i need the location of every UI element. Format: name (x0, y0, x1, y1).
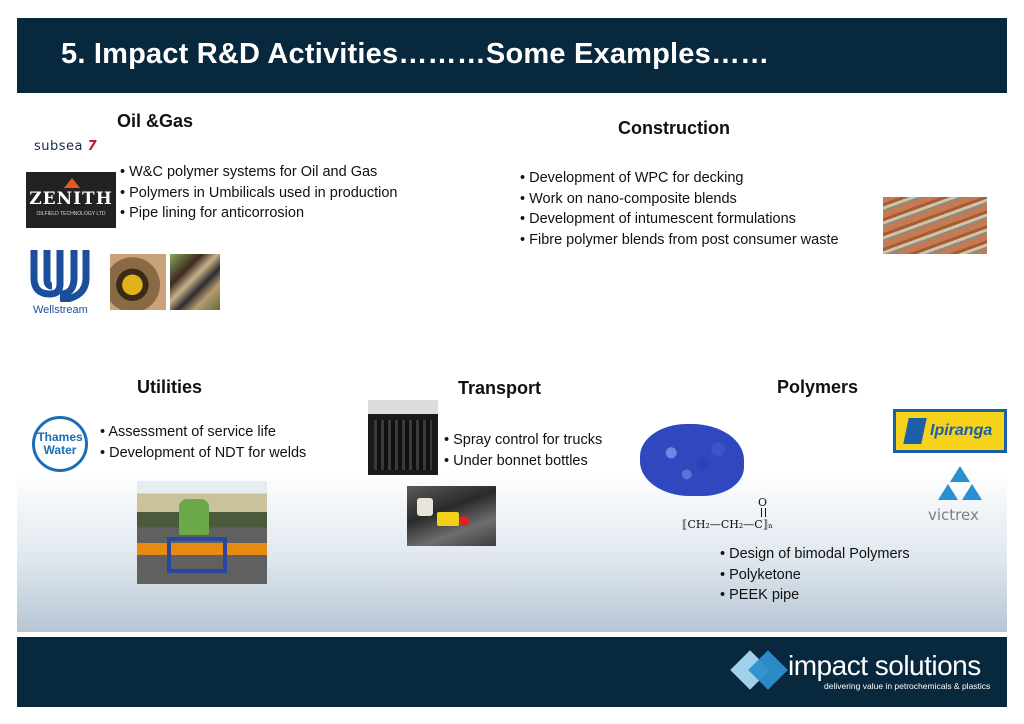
pipe-lining-photo (110, 254, 166, 310)
yellow-bottle (437, 512, 459, 526)
construction-bullets: Development of WPC for decking Work on n… (520, 168, 839, 251)
slide-title: 5. Impact R&D Activities………Some Examples… (61, 38, 770, 70)
spray-flap-slats (374, 420, 432, 470)
subsea7-logo: subsea 7 (34, 139, 97, 154)
victrex-triangle-icon (950, 466, 970, 482)
reservoir-bottle (417, 498, 433, 516)
ipiranga-logo: Ipiranga (893, 409, 1007, 453)
utilities-bullets: Assessment of service life Development o… (100, 422, 306, 463)
wpc-decking-photo (883, 197, 987, 254)
pipe-welding-photo (137, 481, 267, 584)
oil-gas-bullets: W&C polymer systems for Oil and Gas Poly… (120, 162, 397, 224)
list-item: PEEK pipe (720, 585, 910, 606)
wellstream-logo: Wellstream (30, 248, 90, 318)
umbilical-cables-photo (170, 254, 220, 310)
subsea-logo-text: subsea (34, 139, 84, 154)
polymers-bullets: Design of bimodal Polymers Polyketone PE… (720, 544, 910, 606)
spray-brand-label: spraydownusa.com (370, 402, 431, 409)
victrex-triangle-icon (938, 484, 958, 500)
transport-heading: Transport (458, 378, 542, 398)
list-item: Development of intumescent formulations (520, 209, 839, 230)
list-item: Fibre polymer blends from post consumer … (520, 230, 838, 251)
subsea-logo-number: 7 (87, 139, 98, 154)
victrex-logo: victrex (926, 464, 996, 526)
oil-gas-heading: Oil &Gas (117, 111, 194, 131)
zenith-peak-icon (64, 178, 80, 188)
list-item: W&C polymer systems for Oil and Gas (120, 162, 397, 183)
list-item: Pipe lining for anticorrosion (120, 203, 397, 224)
victrex-triangle-icon (962, 484, 982, 500)
zenith-logo: ZENITH OILFIELD TECHNOLOGY LTD (26, 172, 116, 228)
formula-chain: ⟦CH₂—CH₂—C⟧ₙ (682, 518, 773, 531)
thames-water-logo: Thames Water (32, 416, 88, 472)
list-item: Polymers in Umbilicals used in productio… (120, 183, 397, 204)
formula-double-bond (761, 508, 766, 517)
wellstream-logo-text: Wellstream (33, 304, 88, 316)
ipiranga-logo-text: Ipiranga (930, 422, 993, 439)
thames-logo-line2: Water (43, 443, 77, 457)
list-item: Assessment of service life (100, 422, 306, 443)
list-item: Development of WPC for decking (520, 168, 839, 189)
list-item: Development of NDT for welds (100, 443, 306, 464)
welding-machine (167, 537, 227, 573)
victrex-logo-text: victrex (928, 506, 979, 524)
list-item: Polyketone (720, 565, 910, 586)
impact-solutions-logo: impact solutions delivering value in pet… (730, 650, 1000, 697)
thames-logo-line1: Thames (37, 430, 83, 444)
list-item: Spray control for trucks (444, 430, 602, 451)
list-item: Design of bimodal Polymers (720, 544, 910, 565)
under-bonnet-photo (407, 486, 496, 546)
footer-tagline: delivering value in petrochemicals & pla… (824, 681, 991, 691)
footer-company-name: impact solutions (788, 650, 981, 681)
title-bar: 5. Impact R&D Activities………Some Examples… (17, 18, 1007, 93)
zenith-logo-name: ZENITH (29, 189, 113, 209)
formula-oxygen: O (758, 496, 768, 509)
polymers-heading: Polymers (777, 377, 859, 397)
list-item: Work on nano-composite blends (520, 189, 839, 210)
footer-bar (17, 637, 1007, 707)
zenith-logo-sub: OILFIELD TECHNOLOGY LTD (36, 211, 106, 217)
spray-flap-photo: spraydownusa.com (368, 400, 438, 475)
polymer-pellets-photo (640, 424, 744, 496)
red-cap (459, 516, 469, 526)
list-item: Under bonnet bottles (444, 451, 602, 472)
ipiranga-mark-icon (903, 418, 927, 444)
worker (179, 499, 209, 535)
wellstream-mark-icon (30, 250, 90, 304)
construction-heading: Construction (618, 118, 730, 138)
ipiranga-logo-background: Ipiranga (896, 412, 1004, 450)
transport-bullets: Spray control for trucks Under bonnet bo… (444, 430, 602, 471)
utilities-heading: Utilities (137, 377, 203, 397)
